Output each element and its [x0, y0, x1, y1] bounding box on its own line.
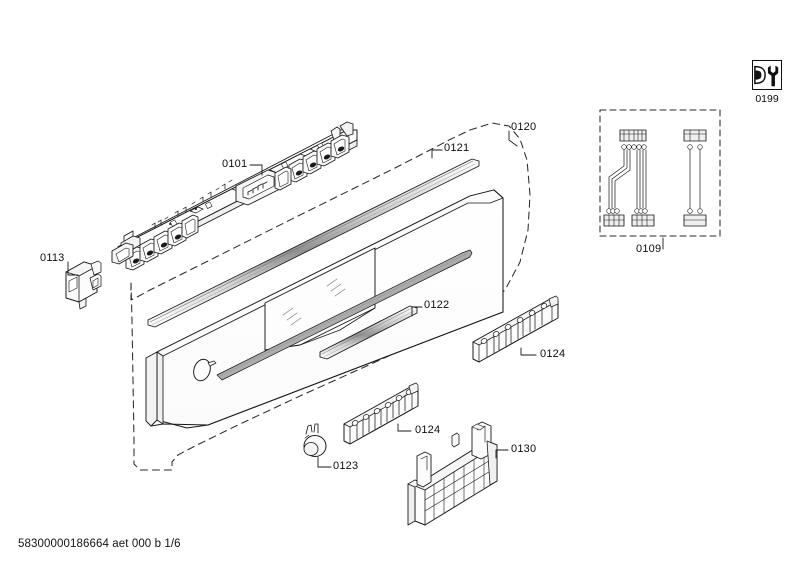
part-0109-harness-5way	[603, 129, 655, 227]
callout-0121: 0121	[444, 142, 470, 154]
callout-0113: 0113	[40, 252, 65, 264]
tool-badge-label: 0199	[755, 93, 779, 105]
callout-0109: 0109	[636, 243, 662, 255]
callout-0124-lower: 0124	[415, 424, 441, 436]
footer-document-code: 58300000186664 aet 000 b 1/6	[18, 538, 181, 550]
leader-0120	[508, 130, 518, 147]
group-outline-0109	[599, 109, 721, 237]
leader-0122	[411, 306, 423, 317]
part-0124-button-strip-lower	[343, 382, 419, 445]
part-0122-handle-trim-bar	[319, 305, 418, 360]
door-panel-body	[145, 189, 504, 429]
callout-0122: 0122	[424, 299, 450, 311]
leader-0124-lower	[397, 423, 412, 432]
part-0113-mounting-clip	[65, 260, 102, 310]
knob-aperture	[193, 358, 217, 382]
part-0123-rotary-knob	[303, 423, 327, 457]
leader-0124-upper	[520, 347, 537, 356]
group-outline-0120	[130, 122, 531, 471]
leader-0101	[249, 164, 263, 176]
callout-0120: 0120	[511, 121, 537, 133]
leader-lines	[67, 130, 664, 468]
leader-0121	[431, 149, 443, 159]
tool-badge-frame	[752, 60, 782, 90]
part-0130-support-bracket	[407, 421, 498, 526]
part-0121-upper-trim-strip	[147, 158, 480, 328]
callout-0101: 0101	[222, 158, 248, 170]
callout-0130: 0130	[511, 443, 537, 455]
leader-0113	[67, 261, 79, 276]
part-0101-control-pcb	[111, 121, 358, 271]
callout-0123: 0123	[333, 460, 359, 472]
leader-0123	[317, 456, 332, 468]
wrench-tool-icon	[753, 61, 781, 89]
pcb-key-blocks-left	[125, 214, 199, 271]
part-0124-button-strip-upper	[472, 295, 559, 363]
callout-0124-upper: 0124	[540, 348, 566, 360]
pcb-key-blocks-right	[274, 134, 350, 191]
part-0109-harness-2way	[683, 129, 707, 227]
leader-0130	[495, 449, 509, 459]
pcb-display-module	[235, 169, 281, 206]
